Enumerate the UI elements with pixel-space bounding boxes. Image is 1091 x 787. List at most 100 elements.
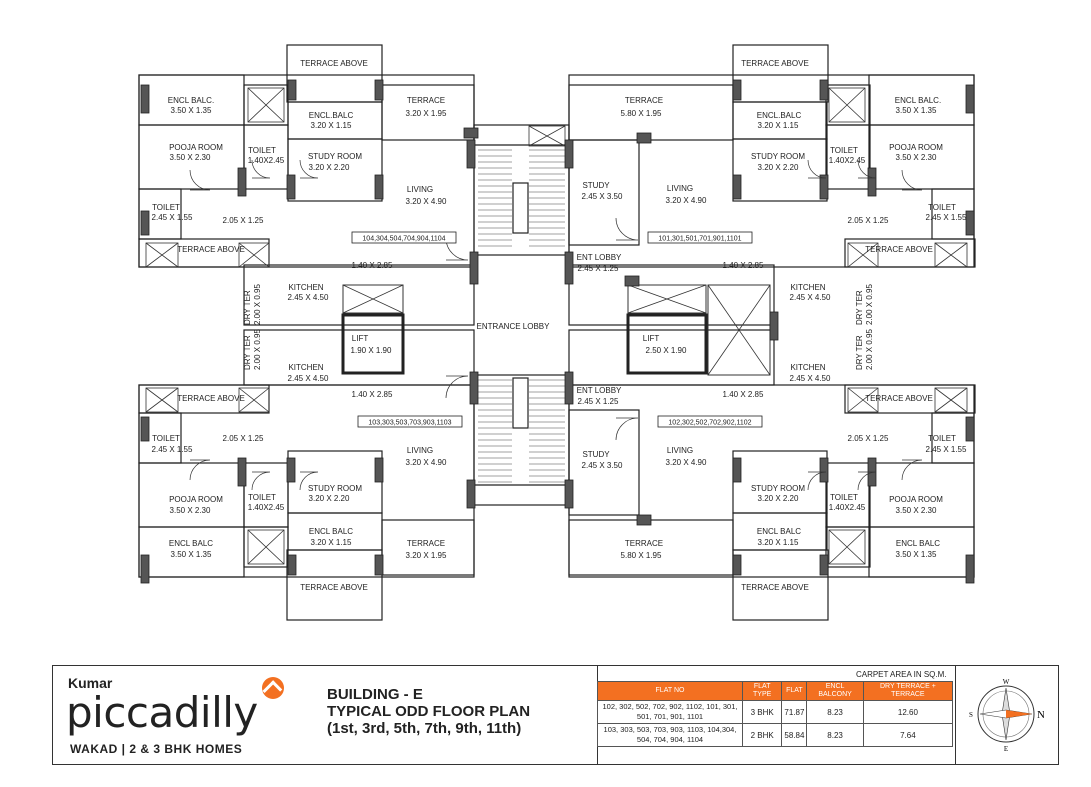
label-study-room: STUDY ROOM	[751, 152, 805, 161]
door-panel	[374, 79, 384, 101]
door-panel	[965, 210, 975, 236]
dim-encl-balc: 3.50 X 1.35	[896, 550, 937, 559]
plan-title-floors: (1st, 3rd, 5th, 7th, 9th, 11th)	[327, 720, 522, 737]
door-panel	[732, 79, 742, 101]
label-toilet: TOILET	[248, 146, 276, 155]
label-study: STUDY	[582, 181, 610, 190]
cell-flat: 71.87	[781, 700, 808, 724]
label-kitchen: KITCHEN	[288, 363, 323, 372]
dim-pooja: 3.50 X 2.30	[170, 153, 211, 162]
duct-cross	[238, 387, 270, 413]
flat-tag-top-right: 101,301,501,701,901,1101	[647, 231, 753, 244]
label-toilet: TOILET	[928, 203, 956, 212]
duct-shaft	[528, 125, 566, 147]
label-terrace: TERRACE	[625, 539, 663, 548]
label-dry-ter: DRY TER	[243, 335, 252, 370]
door-panel	[287, 554, 297, 576]
cell-flat: 58.84	[781, 723, 808, 747]
door-panel	[469, 251, 479, 285]
door-swing	[189, 169, 211, 191]
dim-lift: 2.50 X 1.90	[646, 346, 687, 355]
door-panel	[564, 371, 574, 405]
dim-toilet: 1.40X2.45	[248, 503, 285, 512]
brand-kumar: Kumar	[68, 675, 113, 691]
duct-shaft	[238, 387, 270, 413]
label-toilet: TOILET	[248, 493, 276, 502]
duct-shaft	[847, 387, 879, 413]
plan-title-floor: TYPICAL ODD FLOOR PLAN	[327, 703, 531, 720]
door-swing	[857, 159, 877, 179]
door-panel	[286, 457, 296, 483]
label-kitchen: KITCHEN	[790, 363, 825, 372]
label-dry-ter: DRY TER	[243, 290, 252, 325]
door-panel	[374, 554, 384, 576]
dim-passage: 2.05 X 1.25	[848, 434, 889, 443]
duct-shaft	[145, 387, 179, 413]
dim-terrace: 3.20 X 1.95	[406, 551, 447, 560]
door-panel	[624, 275, 640, 287]
duct-cross	[934, 242, 968, 268]
label-terrace-above: TERRACE ABOVE	[177, 245, 245, 254]
col-encl-balcony: ENCL BALCONY	[806, 681, 864, 701]
dim-kitchen: 2.45 X 4.50	[790, 374, 831, 383]
label-living: LIVING	[667, 184, 693, 193]
dim-toilet: 1.40X2.45	[829, 503, 866, 512]
compass-n: N	[1037, 709, 1044, 721]
label-lift: LIFT	[643, 334, 660, 343]
label-toilet: TOILET	[830, 493, 858, 502]
door-panel	[140, 554, 150, 584]
brand-logo-icon	[262, 677, 284, 699]
door-panel	[564, 479, 574, 509]
door-panel	[287, 79, 297, 101]
duct-cross	[145, 242, 179, 268]
wall-lines	[138, 44, 976, 621]
door-panels	[140, 79, 975, 584]
brand-tagline: WAKAD | 2 & 3 BHK HOMES	[70, 742, 243, 756]
dim-encl-balc: 3.50 X 1.35	[171, 106, 212, 115]
cell-flats: 102, 302, 502, 702, 902, 1102, 101, 301,…	[597, 700, 743, 724]
duct-shaft	[828, 529, 866, 565]
door-swing	[901, 459, 923, 481]
duct-shaft	[847, 242, 879, 268]
dim-passage: 1.40 X 2.85	[723, 390, 764, 399]
label-terrace-above: TERRACE ABOVE	[865, 245, 933, 254]
label-encl-balc: ENCL.BALC	[309, 111, 354, 120]
door-swing	[615, 217, 639, 241]
dim-passage: 1.40 X 2.85	[352, 390, 393, 399]
door-swing	[251, 159, 271, 179]
door-panel	[237, 167, 247, 197]
dim-pooja: 3.50 X 2.30	[896, 153, 937, 162]
door-panel	[732, 554, 742, 576]
dim-living: 3.20 X 4.90	[406, 197, 447, 206]
duct-shaft	[828, 87, 866, 123]
dim-encl-balc: 3.50 X 1.35	[171, 550, 212, 559]
dim-living: 3.20 X 4.90	[666, 458, 707, 467]
cell-flats: 103, 303, 503, 703, 903, 1103, 104,304, …	[597, 723, 743, 747]
compass-s: S	[969, 711, 973, 719]
label-pooja: POOJA ROOM	[889, 143, 943, 152]
door-panel	[140, 84, 150, 114]
label-encl-balc: ENCL BALC	[309, 527, 353, 536]
door-panel	[769, 311, 779, 341]
door-panel	[140, 210, 150, 236]
duct-shaft	[934, 242, 968, 268]
dim-pooja: 3.50 X 2.30	[896, 506, 937, 515]
door-panel	[819, 79, 829, 101]
door-swing	[189, 459, 211, 481]
door-panel	[140, 416, 150, 442]
label-dry-ter: DRY TER	[855, 335, 864, 370]
label-encl-balc: ENCL.BALC	[757, 111, 802, 120]
door-panel	[463, 127, 479, 139]
door-panel	[466, 479, 476, 509]
flat-tag-bottom-right-text: 102,302,502,702,902,1102	[668, 420, 751, 427]
label-terrace-above: TERRACE ABOVE	[865, 394, 933, 403]
dim-lift: 1.90 X 1.90	[351, 346, 392, 355]
duct-cross	[247, 529, 285, 565]
dim-dry-ter: 2.00 X 0.95	[253, 284, 262, 325]
dim-terrace: 5.80 X 1.95	[621, 551, 662, 560]
duct-shaft	[145, 242, 179, 268]
label-lift: LIFT	[352, 334, 369, 343]
dim-toilet: 1.40X2.45	[829, 156, 866, 165]
dim-dry-ter: 2.00 X 0.95	[865, 329, 874, 370]
duct-cross	[934, 387, 968, 413]
